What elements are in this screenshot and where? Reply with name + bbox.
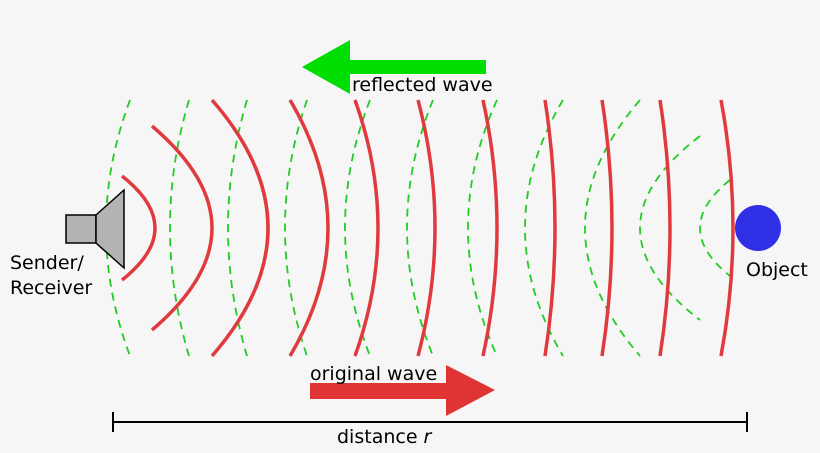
reflected-wave-front [699, 179, 731, 277]
reflected-wave-front [524, 99, 564, 357]
original-wave-front [353, 99, 380, 357]
sender-label-line1: Sender/ [10, 252, 84, 274]
original-wave-front [481, 99, 499, 357]
reflected-wave-arrow [302, 40, 486, 94]
original-wave-fronts [120, 98, 735, 358]
reflected-wave-front [344, 99, 371, 357]
distance-measure [112, 412, 748, 432]
original-wave-front [288, 99, 330, 357]
original-wave-label: original wave [310, 363, 437, 385]
reflected-wave-front [467, 99, 498, 357]
distance-label-word: distance [337, 426, 418, 448]
object-label: Object [746, 259, 808, 281]
original-wave-front [719, 99, 735, 357]
reflected-wave-front [169, 99, 190, 357]
distance-label: distance r [337, 426, 433, 448]
original-wave-front [658, 99, 672, 357]
speaker-body [65, 214, 97, 244]
reflected-wave-front [284, 99, 308, 357]
original-wave-front [543, 99, 557, 357]
object-sphere [735, 205, 781, 251]
reflected-wave-label: reflected wave [352, 74, 493, 96]
original-wave-arrow [310, 365, 495, 416]
original-wave-front [600, 99, 614, 357]
original-wave-front [150, 124, 214, 332]
original-wave-front [120, 174, 157, 282]
distance-label-variable: r [424, 426, 433, 448]
reflected-wave-fronts [105, 99, 731, 357]
original-wave-front [416, 99, 437, 357]
reflected-wave-front [227, 99, 248, 357]
original-wave-front [210, 98, 270, 358]
reflected-wave-front [406, 99, 434, 357]
sender-label-line2: Receiver [10, 277, 92, 299]
speaker-icon [65, 188, 125, 270]
reflected-wave-front [584, 99, 641, 357]
reflected-wave-front [639, 135, 701, 321]
speaker-cone [95, 188, 125, 270]
